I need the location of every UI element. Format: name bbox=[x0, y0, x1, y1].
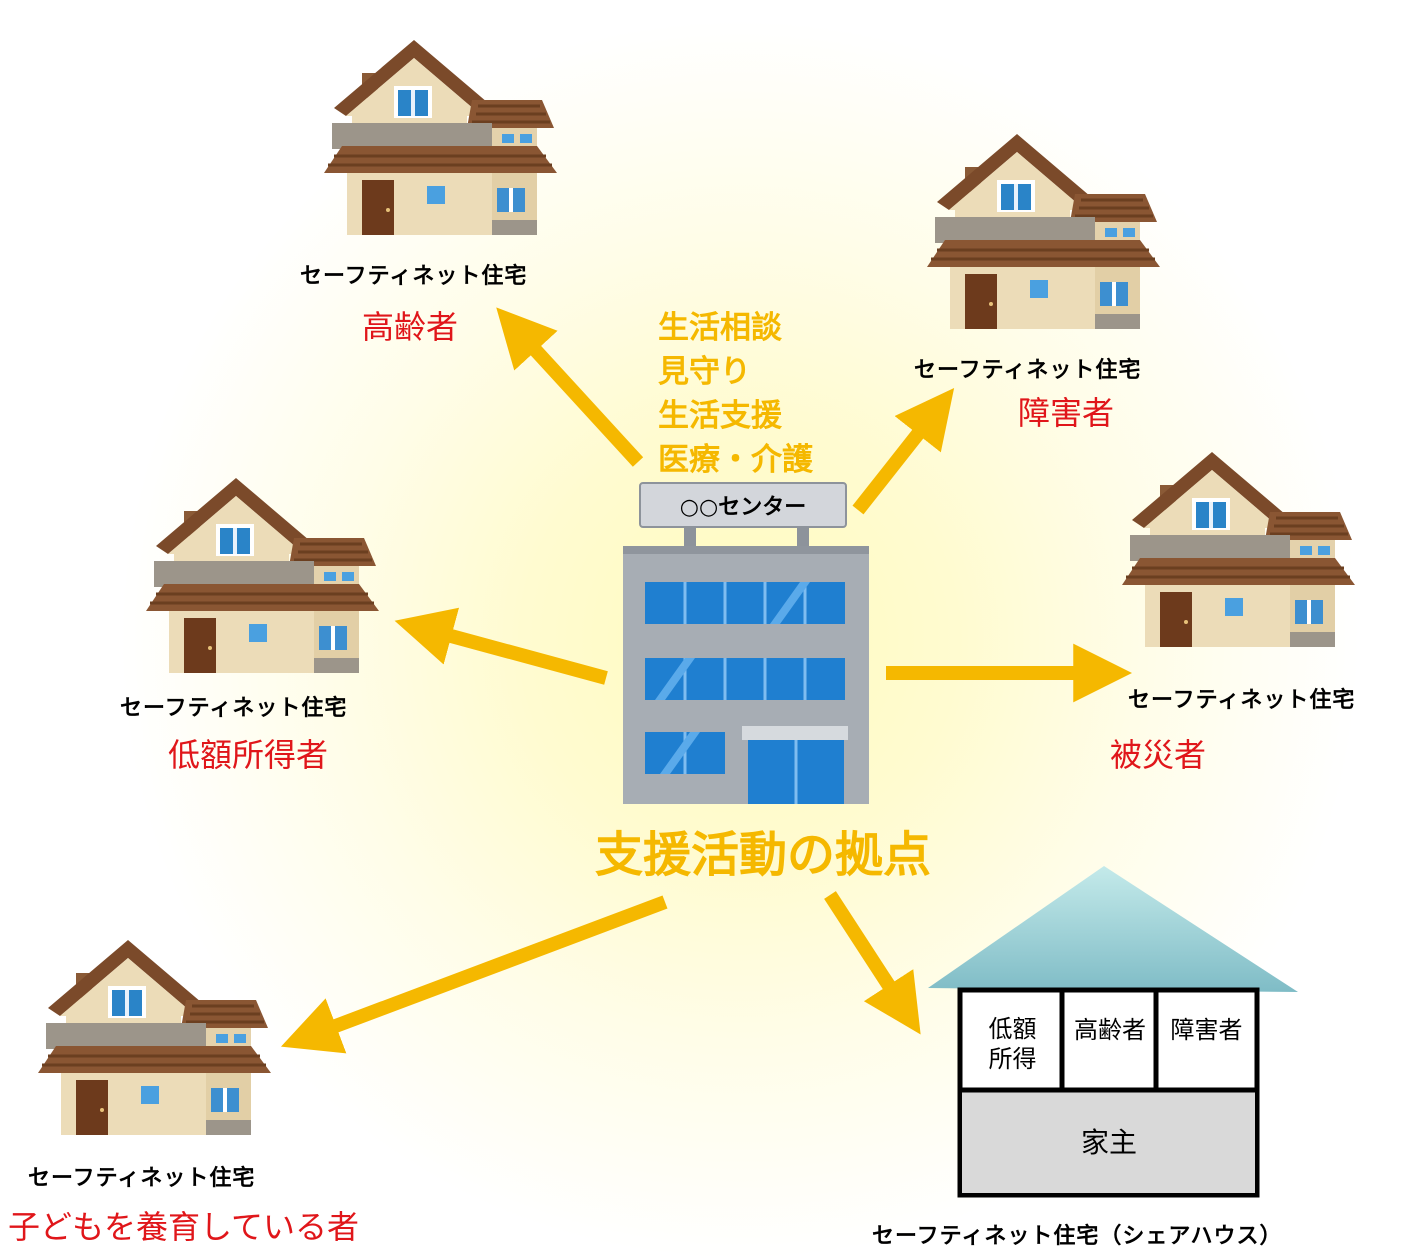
service-item: 見守り bbox=[658, 354, 751, 390]
share-house-label: セーフティネット住宅（シェアハウス） bbox=[872, 1224, 1283, 1249]
arrow-to-elderly bbox=[496, 307, 644, 467]
services-list: 生活相談 見守り 生活支援 医療・介護 bbox=[658, 306, 813, 482]
arrow-to-sharehouse bbox=[824, 891, 921, 1035]
house-childcare-label: セーフティネット住宅 bbox=[28, 1166, 256, 1191]
room-disabled: 障害者 bbox=[1158, 1000, 1255, 1060]
group-childcare: 子どもを養育している者 bbox=[8, 1208, 360, 1246]
group-elderly: 高齢者 bbox=[362, 308, 459, 346]
house-disabled bbox=[925, 122, 1165, 332]
house-elderly bbox=[322, 28, 562, 238]
house-disabled-label: セーフティネット住宅 bbox=[914, 358, 1142, 383]
room-disabled-label: 障害者 bbox=[1170, 1016, 1243, 1044]
room-low-income-label: 低額 所得 bbox=[988, 1015, 1037, 1073]
arrow-to-low-income bbox=[394, 607, 608, 685]
house-disaster bbox=[1120, 440, 1360, 650]
service-item: 生活支援 bbox=[658, 398, 782, 434]
house-disaster-label: セーフティネット住宅 bbox=[1128, 688, 1356, 713]
center-sign: ○○センター bbox=[639, 482, 847, 528]
arrow-to-childcare bbox=[280, 895, 668, 1054]
house-childcare bbox=[36, 928, 276, 1138]
room-low-income: 低額 所得 bbox=[965, 1000, 1060, 1088]
arrow-to-disabled bbox=[852, 388, 955, 515]
house-low-income bbox=[144, 466, 384, 676]
room-elderly-label: 高齢者 bbox=[1074, 1016, 1146, 1044]
room-owner: 家主 bbox=[963, 1093, 1255, 1193]
group-disabled: 障害者 bbox=[1018, 394, 1115, 432]
group-low-income: 低額所得者 bbox=[168, 736, 329, 774]
room-elderly: 高齢者 bbox=[1064, 1000, 1156, 1060]
group-disaster: 被災者 bbox=[1110, 736, 1207, 774]
house-low-income-label: セーフティネット住宅 bbox=[120, 696, 348, 721]
house-elderly-label: セーフティネット住宅 bbox=[300, 264, 528, 289]
service-item: 生活相談 bbox=[658, 310, 782, 346]
room-owner-label: 家主 bbox=[1080, 1126, 1137, 1159]
hub-caption: 支援活動の拠点 bbox=[594, 827, 931, 883]
service-item: 医療・介護 bbox=[658, 442, 813, 478]
